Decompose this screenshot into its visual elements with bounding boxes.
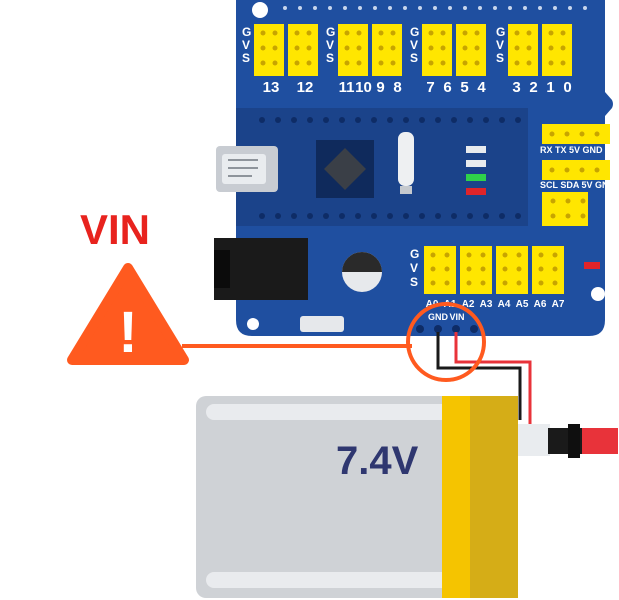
digital-pin-label: 9 (376, 79, 384, 96)
serial-pin-labels: RX TX 5V GND (540, 145, 603, 155)
pin-header-block (372, 24, 402, 76)
nano-pin-row-bottom (259, 213, 521, 219)
digital-pin-label: 0 (563, 79, 571, 96)
serial-header (542, 124, 610, 144)
analog-pin-label: A6 (534, 299, 547, 310)
gvs-label: S (410, 275, 418, 289)
gvs-label: V (410, 261, 418, 275)
gvs-label: G (496, 25, 505, 39)
pin-header-block (424, 246, 456, 294)
analog-pin-label: A2 (462, 299, 475, 310)
i2c-pin-labels: SCL SDA 5V GND (540, 180, 616, 190)
gvs-label: G (242, 25, 251, 39)
digital-pin-label: 6 (443, 79, 451, 96)
analog-pin-label: A7 (552, 299, 565, 310)
lipo-battery: 7.4V (196, 396, 618, 598)
gvs-label: G (326, 25, 335, 39)
digital-pin-label: 4 (477, 79, 486, 96)
digital-pin-label: 10 (355, 79, 372, 96)
expansion-shield-board: RX TX 5V GND SCL SDA 5V GND (214, 0, 616, 336)
battery-voltage-label: 7.4V (336, 439, 419, 483)
pin-header-block (496, 246, 528, 294)
digital-pin-label: 7 (426, 79, 434, 96)
extra-header (542, 192, 588, 226)
analog-pin-label: A3 (480, 299, 493, 310)
analog-pin-label: A4 (498, 299, 511, 310)
gvs-label: S (242, 51, 250, 65)
digital-header-group: GVS 13 12 (242, 24, 318, 96)
vin-warning-label: VIN (80, 206, 150, 253)
analog-pin-label: A5 (516, 299, 529, 310)
highlight-circle (406, 302, 486, 382)
nano-pin-row-top (259, 117, 521, 123)
digital-pin-label: 8 (393, 79, 401, 96)
pin-header-block (542, 24, 572, 76)
warning-callout: ! VIN (67, 206, 486, 382)
gnd-pin-hole (434, 325, 442, 333)
microcontroller-chip (316, 140, 374, 198)
pin-header-block (460, 246, 492, 294)
pin-header-block (254, 24, 284, 76)
gvs-label: S (410, 51, 418, 65)
pin-header-block (532, 246, 564, 294)
gvs-label: V (410, 38, 418, 52)
mounting-hole (252, 2, 268, 18)
gvs-label: V (242, 38, 250, 52)
vin-pin-hole (452, 325, 460, 333)
battery-wires (436, 332, 532, 440)
i2c-header (542, 160, 610, 180)
digital-pin-label: 12 (297, 79, 314, 96)
gvs-label: G (410, 247, 419, 261)
pin-header-block (288, 24, 318, 76)
dc-barrel-jack (214, 238, 308, 300)
digital-pin-label: 13 (263, 79, 280, 96)
warning-triangle-icon (67, 263, 189, 365)
status-leds (466, 146, 486, 195)
gvs-label: V (326, 38, 334, 52)
pin-header-block (508, 24, 538, 76)
mounting-hole (247, 318, 259, 330)
top-pin-row (283, 6, 587, 10)
pin-header-block (422, 24, 452, 76)
gvs-label: V (496, 38, 504, 52)
capacitor (342, 252, 382, 292)
gvs-label: S (496, 51, 504, 65)
gvs-label: S (326, 51, 334, 65)
digital-pin-label: 1 (546, 79, 554, 96)
gvs-label: G (410, 25, 419, 39)
exclamation-mark: ! (118, 300, 137, 365)
power-led (584, 262, 600, 269)
reset-button-component (300, 316, 344, 332)
power-pin-label: VIN (449, 312, 464, 322)
power-pin-label: GND (428, 312, 449, 322)
pin-header-block (338, 24, 368, 76)
pin-header-block (456, 24, 486, 76)
mounting-hole (591, 287, 605, 301)
digital-pin-label: 2 (529, 79, 537, 96)
crystal-oscillator (398, 132, 414, 194)
digital-pin-label: 11 (339, 79, 355, 96)
usb-port (216, 146, 278, 192)
digital-pin-label: 5 (460, 79, 468, 96)
digital-pin-label: 3 (512, 79, 520, 96)
battery-connector (518, 424, 618, 458)
